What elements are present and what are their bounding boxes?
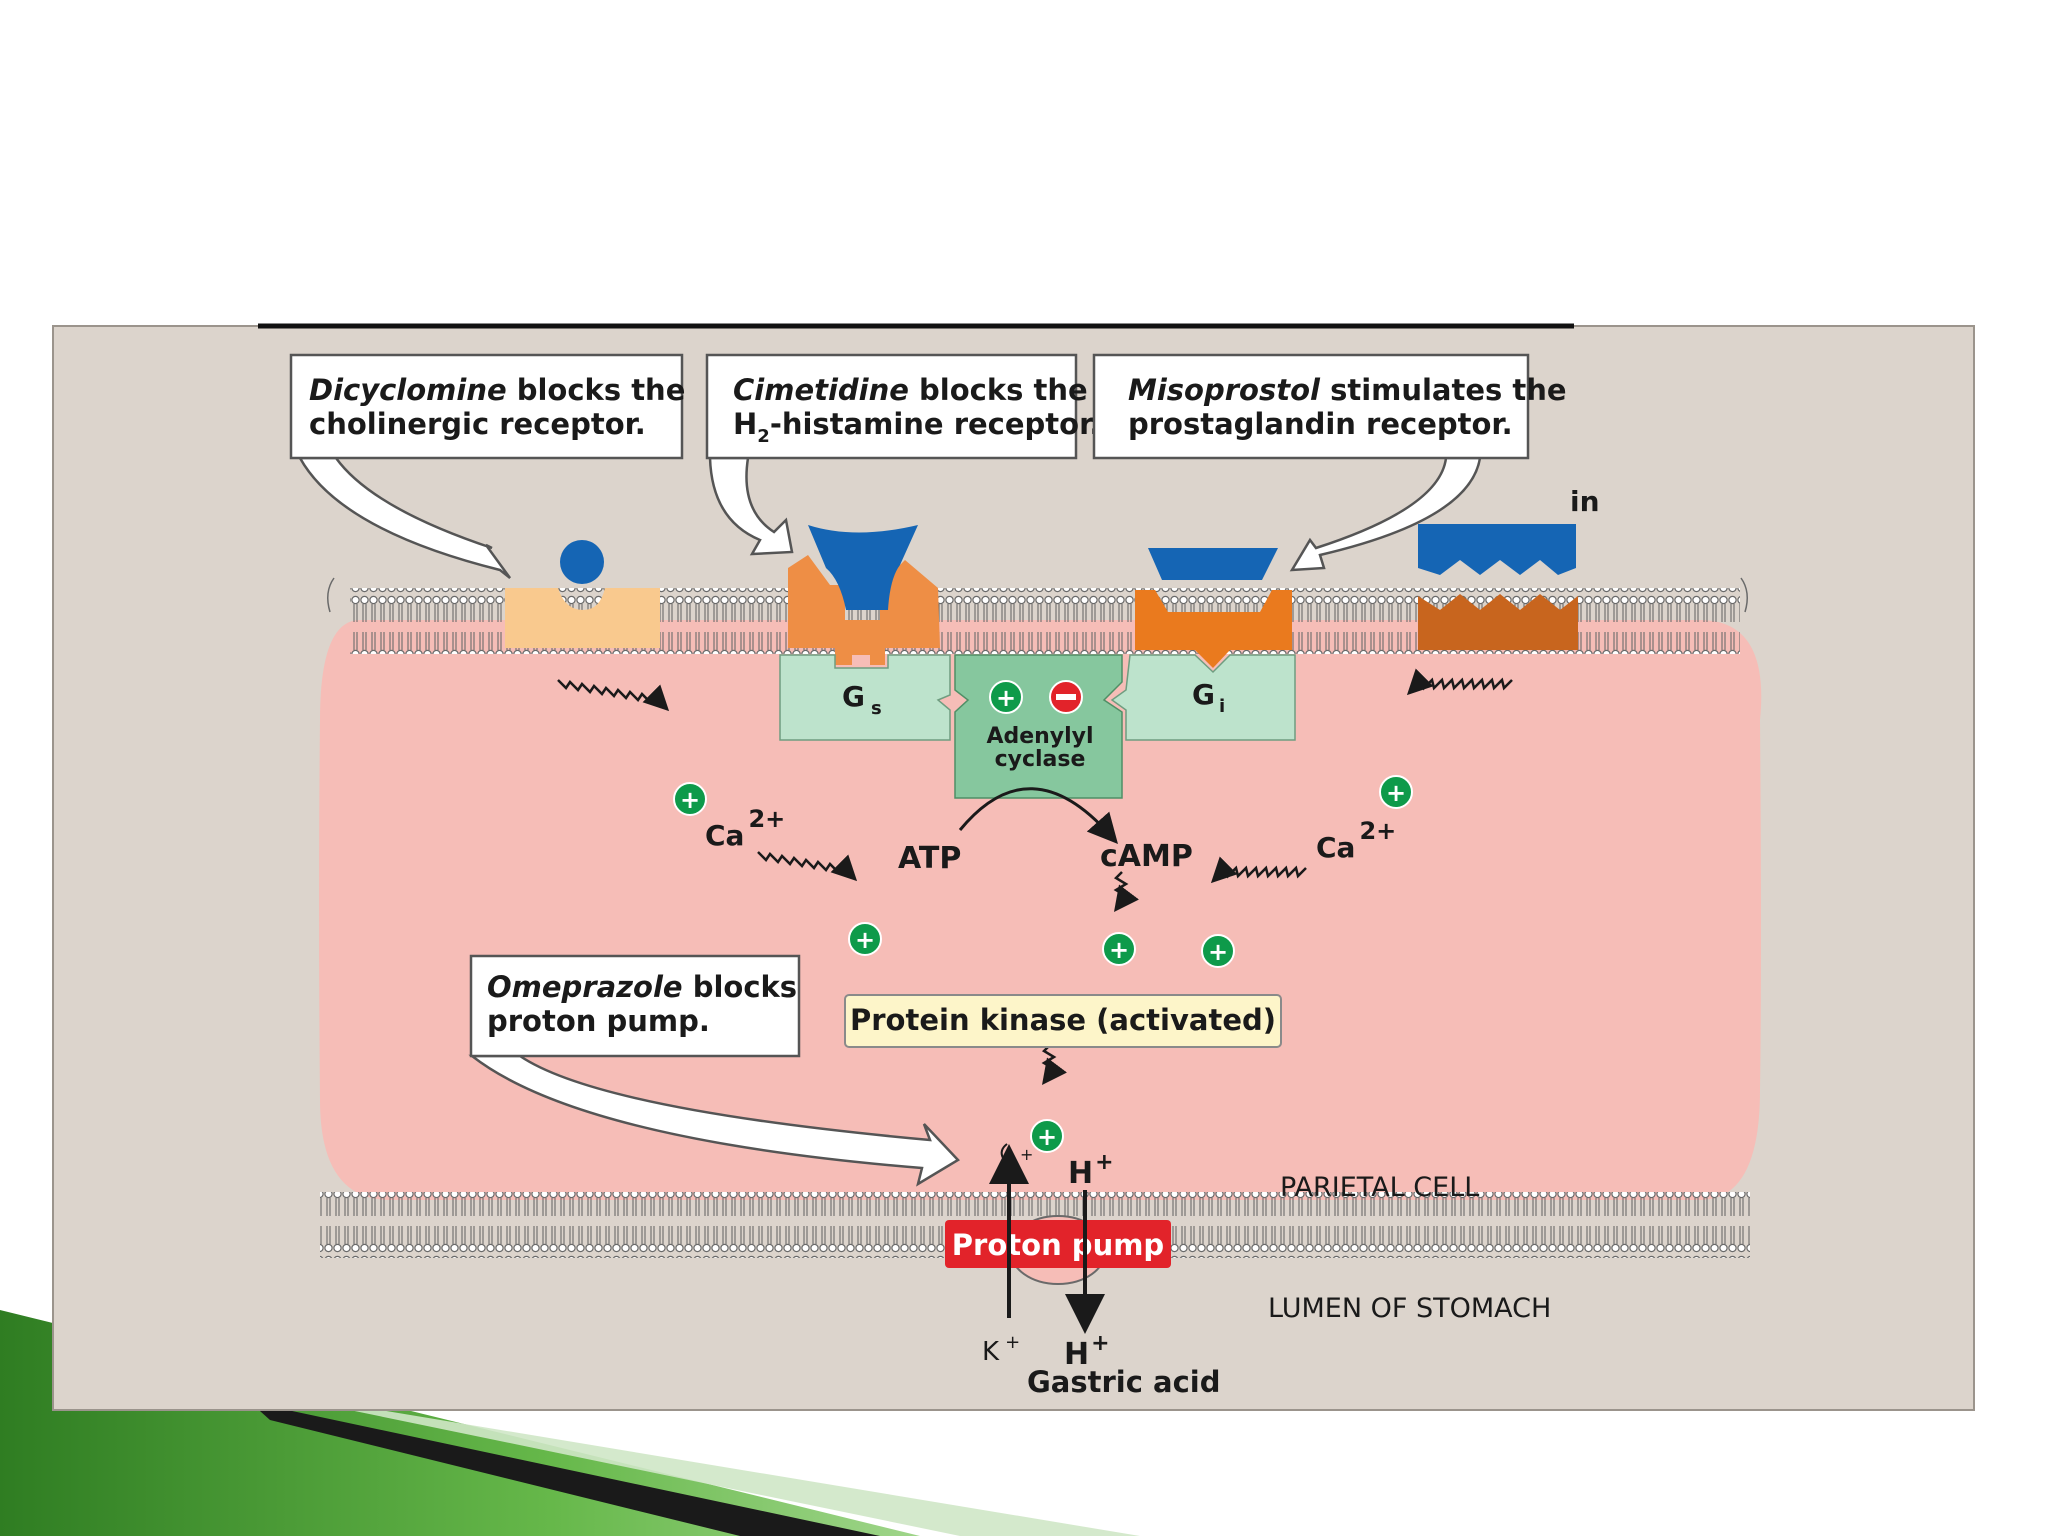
plus-sign-gs: + (989, 680, 1023, 714)
callout-cimetidine: Cimetidine blocks the H2-histamine recep… (705, 353, 1100, 556)
adenylyl-cyclase: Adenylyl cyclase (954, 654, 1123, 799)
minus-sign-gi (1049, 680, 1083, 714)
svg-text:+: + (1386, 779, 1406, 807)
svg-text:Dicyclomine blocks the: Dicyclomine blocks the (309, 373, 685, 407)
h-plus-bottom-label: H+ (1064, 1331, 1110, 1372)
h-plus-top-label: H+ (1068, 1150, 1114, 1191)
svg-text:cholinergic receptor.: cholinergic receptor. (309, 407, 646, 441)
svg-text:Misoprostol stimulates the: Misoprostol stimulates the (1128, 373, 1567, 407)
parietal-cell-label: PARIETAL CELL (1280, 1172, 1479, 1203)
histamine-ligand (808, 525, 918, 610)
svg-text:+: + (1109, 936, 1129, 964)
camp-label: cAMP (1100, 839, 1193, 874)
plus-sign-kinase-right: + (1201, 934, 1235, 968)
svg-text:Gi: Gi (1192, 678, 1225, 717)
gastrin-receptor (1418, 594, 1578, 650)
plus-sign-pump: + (1030, 1119, 1064, 1153)
k-plus-small: + (1020, 1145, 1033, 1164)
callout-misoprostol: Misoprostol stimulates the prostaglandin… (1092, 353, 1567, 572)
gastrin-ligand (1418, 524, 1576, 575)
h2-histamine-receptor (788, 555, 940, 665)
svg-text:+: + (1208, 938, 1228, 966)
svg-text:proton pump.: proton pump. (487, 1004, 710, 1038)
protein-kinase-box (844, 994, 1282, 1048)
gastric-acid-label: Gastric acid (1027, 1365, 1220, 1399)
prostaglandin-ligand (1148, 548, 1278, 580)
svg-text:Omeprazole blocks: Omeprazole blocks (487, 970, 797, 1004)
atp-label: ATP (898, 841, 961, 876)
cholinergic-receptor (505, 588, 660, 648)
lumen-label: LUMEN OF STOMACH (1268, 1293, 1551, 1324)
acetylcholine-ligand (560, 540, 604, 584)
svg-text:Cimetidine blocks the: Cimetidine blocks the (733, 373, 1088, 407)
svg-text:Gs: Gs (842, 680, 882, 719)
svg-text:+: + (855, 926, 875, 954)
svg-text:cyclase: cyclase (995, 747, 1086, 772)
svg-text:+: + (680, 786, 700, 814)
svg-text:H2-histamine receptor.: H2-histamine receptor. (733, 407, 1100, 447)
svg-text:Adenylyl: Adenylyl (986, 724, 1093, 749)
prostaglandin-receptor (1135, 590, 1292, 668)
svg-text:prostaglandin receptor.: prostaglandin receptor. (1128, 407, 1513, 441)
signal-arrows (557, 668, 1513, 1085)
svg-text:+: + (996, 684, 1016, 712)
plus-sign-ca-left: + (673, 782, 707, 816)
protein-kinase-label: Protein kinase (activated) (850, 1003, 1276, 1037)
proton-pump: Proton pump (945, 1215, 1171, 1285)
callout-dicyclomine: Dicyclomine blocks the cholinergic recep… (289, 353, 685, 579)
in-label: in (1570, 485, 1600, 518)
k-squiggle (1000, 1143, 1008, 1159)
callout-omeprazole: Omeprazole blocks proton pump. (468, 954, 960, 1187)
atp-camp-arrow (958, 787, 1118, 844)
plus-sign-kinase-camp: + (1102, 932, 1136, 966)
k-plus-bottom-label: K+ (982, 1332, 1020, 1367)
plus-sign-kinase-left: + (848, 922, 882, 956)
svg-text:Proton pump: Proton pump (952, 1228, 1164, 1262)
plus-sign-ca-right: + (1379, 775, 1413, 809)
svg-text:+: + (1037, 1123, 1057, 1151)
